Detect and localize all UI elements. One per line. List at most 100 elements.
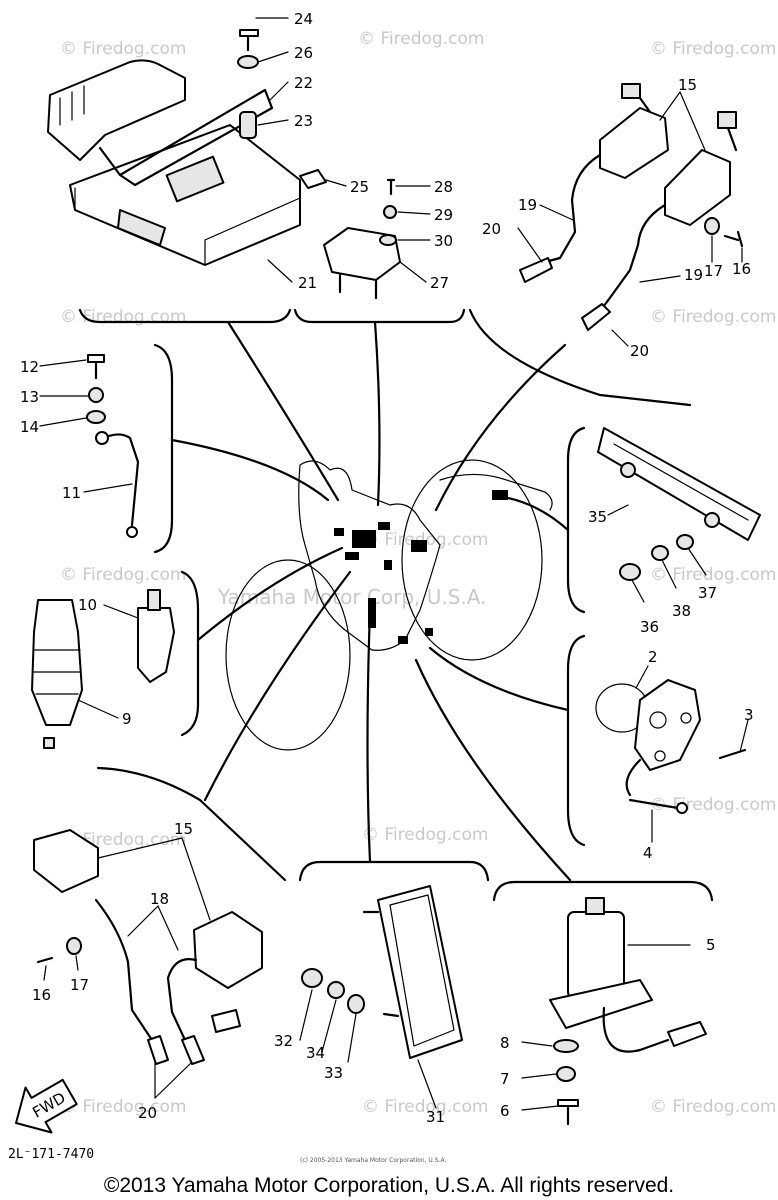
clip-25 [299,169,327,189]
bolt-16 [36,956,54,964]
screw-3 [718,748,747,760]
watermark: © Firedog.com [650,565,776,585]
washer-33 [347,994,365,1014]
callout-25: 25 [350,178,369,196]
washer-14 [86,410,106,424]
reflector-stud [620,462,636,478]
ecu-label [165,155,225,203]
reflector-assembly [597,427,761,581]
reflector-35 [597,427,761,541]
pump-cap [585,897,605,915]
center-mark [378,522,390,530]
watermark-center: Yamaha Motor Corp, U.S.A. [217,585,486,609]
leader-lines [170,320,572,882]
pump-connector [667,1021,707,1047]
lead-terminal [95,431,109,445]
watermark: © Firedog.com [650,1097,776,1117]
callout-16-top: 16 [732,260,751,278]
callout-7: 7 [500,1070,510,1088]
lead-terminal [126,526,138,538]
ecu-connector [117,209,166,246]
coil-connector [717,111,737,129]
watermark: © Firedog.com [60,39,186,59]
switch-assembly [31,589,175,749]
callout-21: 21 [298,274,317,292]
watermark: © Firedog.com [60,1097,186,1117]
callout-35: 35 [588,508,607,526]
coil-15-upper [599,107,669,179]
center-ecu-mark [352,530,376,548]
callout-17-bottom: 17 [70,976,89,994]
watermark: © Firedog.com [358,29,484,49]
washer-8 [553,1039,579,1053]
ignition-coil-bottom [33,829,263,1065]
callout-3: 3 [744,706,754,724]
callout-14: 14 [20,418,39,436]
lead-wire-11 [98,433,140,527]
center-mark [398,636,408,644]
watermark: © Firedog.com [362,825,488,845]
lead-4 [628,798,680,810]
callout-6: 6 [500,1102,510,1120]
switch-10 [137,607,175,683]
pump-flange [549,979,653,1029]
callout-20-bottom: 20 [138,1104,157,1122]
nut-32 [301,968,323,988]
washer-26 [237,55,259,69]
hightension-wire-18 [166,958,198,1042]
switch-tip [43,737,55,749]
washer-17 [704,217,720,235]
fwd-arrow: FWD [15,1078,78,1134]
callout-2: 2 [648,648,658,666]
coil-connector [621,83,641,99]
watermark: © Firedog.com [362,1097,488,1117]
hightension-wire-19 [543,153,602,264]
center-mark [411,540,427,552]
motorcycle-silhouette [225,459,553,751]
callout-numbers: 24 26 22 23 25 28 29 30 27 21 15 19 20 1… [20,10,754,1126]
bolt-16 [723,234,740,242]
callout-5: 5 [706,936,716,954]
center-mark [368,598,376,628]
watermark: © Firedog.com [650,39,776,59]
callout-19-top: 19 [518,196,537,214]
reflector-stud [704,512,720,528]
ecu-cover [47,59,186,161]
callout-9: 9 [122,710,132,728]
callout-33: 33 [324,1064,343,1082]
switch-9 [31,599,83,726]
coil-15-left [33,829,99,893]
nut-34 [327,981,345,999]
callout-12: 12 [20,358,39,376]
callout-34: 34 [306,1044,325,1062]
fwd-arrow-shape [15,1078,78,1134]
callout-31: 31 [426,1108,445,1126]
sender-1 [634,679,701,771]
callout-29: 29 [434,206,453,224]
screw-12 [87,354,105,363]
callout-11: 11 [62,484,81,502]
group-brackets [78,308,714,902]
footer-copyright: ©2013 Yamaha Motor Corporation, U.S.A. A… [104,1174,674,1197]
center-mark [334,528,344,536]
diagram-code: 2L⁻171-7470 [8,1147,94,1162]
tiny-copyright: (c) 2005-2013 Yamaha Motor Corporation, … [300,1157,446,1164]
nut-7 [556,1066,576,1082]
callout-22: 22 [294,74,313,92]
callout-4: 4 [643,844,653,862]
callout-30: 30 [434,232,453,250]
callout-18: 18 [150,890,169,908]
coil-15-lower [664,149,731,226]
callout-16-bottom: 16 [32,986,51,1004]
center-mark [384,560,392,570]
nut-29 [383,205,397,219]
relay-assembly [323,178,401,300]
callout-leaders [39,17,749,1111]
washer-13 [88,387,104,403]
callout-26: 26 [294,44,313,62]
callout-15-bottom: 15 [174,820,193,838]
callout-23: 23 [294,112,313,130]
sender-assembly [595,679,747,814]
lead-terminal [676,802,688,814]
